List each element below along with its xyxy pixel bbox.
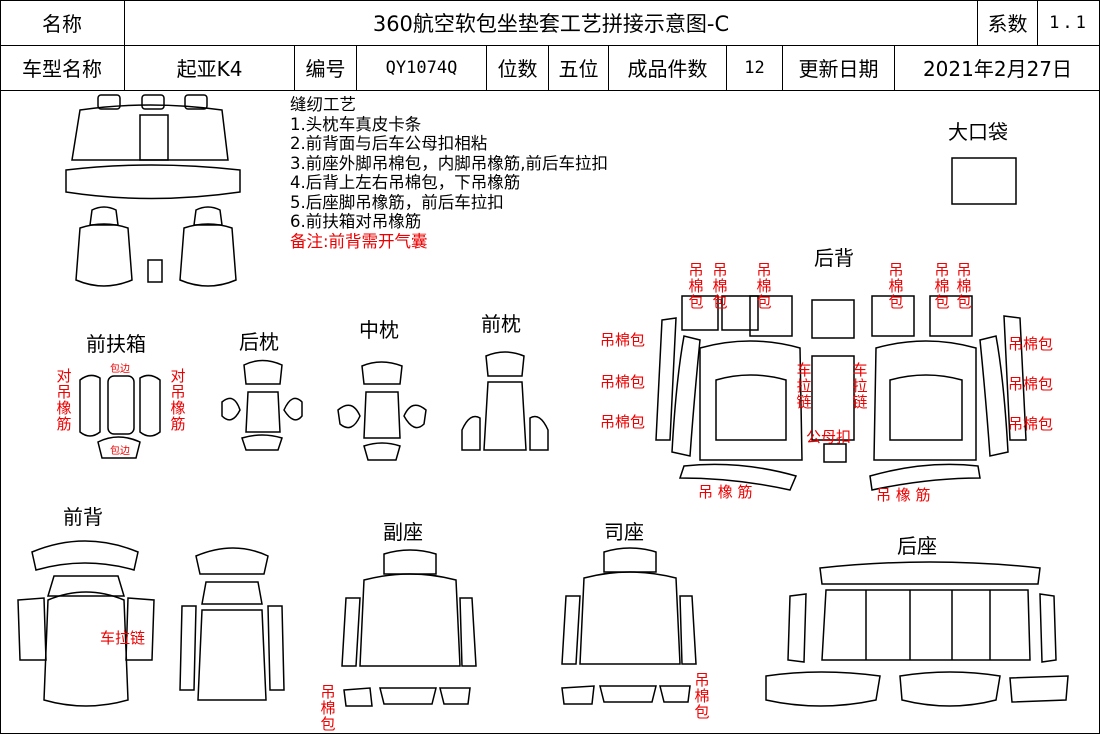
front-pillow-pieces [461, 351, 549, 451]
rear-back-snap-note: 公母扣 [806, 428, 852, 446]
pattern-pieces [17, 94, 1069, 707]
rear-back-right-cotton-note-1: 吊棉包 [1008, 335, 1054, 353]
front-back-zipper-note: 车拉链 [100, 629, 146, 647]
car-overview-sketch [65, 94, 241, 287]
rear-back-cotton-bag-note-6: 吊棉包 [956, 261, 972, 311]
armrest-wrap-edge-bottom: 包边 [110, 446, 130, 457]
rear-back-zipper-note-right: 车拉链 [852, 361, 868, 411]
rear-back-elastic-note-left: 吊 橡 筋 [698, 483, 753, 501]
rear-back-cotton-bag-note-1: 吊棉包 [688, 261, 704, 311]
front-armrest-label: 前扶箱 [86, 332, 146, 356]
rear-back-pieces [655, 295, 1027, 491]
big-pocket-piece [951, 157, 1017, 205]
mid-pillow-label: 中枕 [359, 318, 399, 342]
code-value: QY1074Q [357, 45, 487, 90]
process-step-1: 1.头枕车真皮卡条 [290, 114, 422, 134]
process-step-4: 4.后背上左右吊棉包，下吊橡筋 [290, 173, 521, 192]
front-pillow-label: 前枕 [481, 312, 521, 336]
armrest-elastic-note-left: 对吊橡筋 [56, 367, 72, 433]
driver-cotton-note: 吊棉包 [694, 671, 710, 721]
date-value: 2021年2月27日 [922, 57, 1073, 81]
rear-back-zipper-note-left: 车拉链 [796, 361, 812, 411]
name-label: 名称 [0, 0, 125, 45]
series-value: 1.1 [1049, 12, 1089, 33]
process-notes: 缝纫工艺 1.头枕车真皮卡条 2.前背面与后车公母扣相粘 3.前座外脚吊棉包，内… [290, 95, 608, 251]
rear-back-cotton-bag-note-4: 吊棉包 [888, 261, 904, 311]
header-row-1: 名称 360航空软包坐垫套工艺拼接示意图-C 系数 1.1 [0, 0, 1100, 46]
front-armrest-pieces [79, 374, 161, 459]
pieces-value: 12 [727, 45, 783, 90]
header-table: 名称 360航空软包坐垫套工艺拼接示意图-C 系数 1.1 车型名称 起亚K4 … [0, 0, 1100, 91]
rear-back-left-cotton-note-1: 吊棉包 [600, 331, 646, 349]
process-step-2: 2.前背面与后车公母扣相粘 [290, 134, 488, 153]
rear-back-right-cotton-note-3: 吊棉包 [1008, 415, 1054, 433]
code-label: 编号 [295, 45, 357, 90]
rear-back-elastic-note-right: 吊 橡 筋 [876, 486, 931, 504]
pieces-label: 成品件数 [609, 45, 727, 90]
process-title: 缝纫工艺 [290, 95, 356, 114]
front-back-label: 前背 [63, 505, 103, 529]
rear-back-left-cotton-note-3: 吊棉包 [600, 413, 646, 431]
process-step-6: 6.前扶箱对吊橡筋 [290, 212, 422, 231]
mid-pillow-pieces [337, 361, 427, 461]
rear-back-label: 后背 [814, 246, 854, 270]
process-step-5: 5.后座脚吊橡筋，前后车拉扣 [290, 192, 504, 212]
front-back-pieces [17, 540, 285, 707]
driver-seat-label: 司座 [604, 520, 644, 544]
armrest-elastic-note-right: 对吊橡筋 [170, 367, 186, 433]
date-label: 更新日期 [783, 45, 895, 90]
process-note: 备注:前背需开气囊 [290, 231, 428, 251]
rear-seat-pieces [765, 561, 1069, 707]
rear-back-right-cotton-note-2: 吊棉包 [1008, 375, 1054, 393]
model-value: 起亚K4 [125, 45, 295, 90]
rear-seat-label: 后座 [897, 534, 937, 558]
header-row-2: 车型名称 起亚K4 编号 QY1074Q 位数 五位 成品件数 12 更新日期 … [0, 45, 1100, 91]
seats-label: 位数 [487, 45, 549, 90]
driver-seat-pieces [561, 547, 697, 705]
seats-value: 五位 [549, 45, 609, 90]
passenger-seat-pieces [341, 549, 477, 707]
big-pocket-label: 大口袋 [948, 120, 1008, 144]
process-step-3: 3.前座外脚吊棉包，内脚吊橡筋,前后车拉扣 [290, 153, 608, 173]
passenger-cotton-note: 吊棉包 [320, 683, 336, 733]
diagram-title: 360航空软包坐垫套工艺拼接示意图-C [125, 0, 978, 45]
rear-back-cotton-bag-note-5: 吊棉包 [934, 261, 950, 311]
armrest-wrap-edge-top: 包边 [110, 364, 130, 375]
rear-pillow-pieces [221, 359, 303, 451]
rear-back-cotton-bag-note-3: 吊棉包 [756, 261, 772, 311]
passenger-seat-label: 副座 [383, 520, 423, 544]
rear-pillow-label: 后枕 [239, 330, 279, 354]
rear-back-left-cotton-note-2: 吊棉包 [600, 373, 646, 391]
rear-back-cotton-bag-note-2: 吊棉包 [712, 261, 728, 311]
series-label: 系数 [978, 0, 1038, 45]
model-label: 车型名称 [0, 45, 125, 90]
